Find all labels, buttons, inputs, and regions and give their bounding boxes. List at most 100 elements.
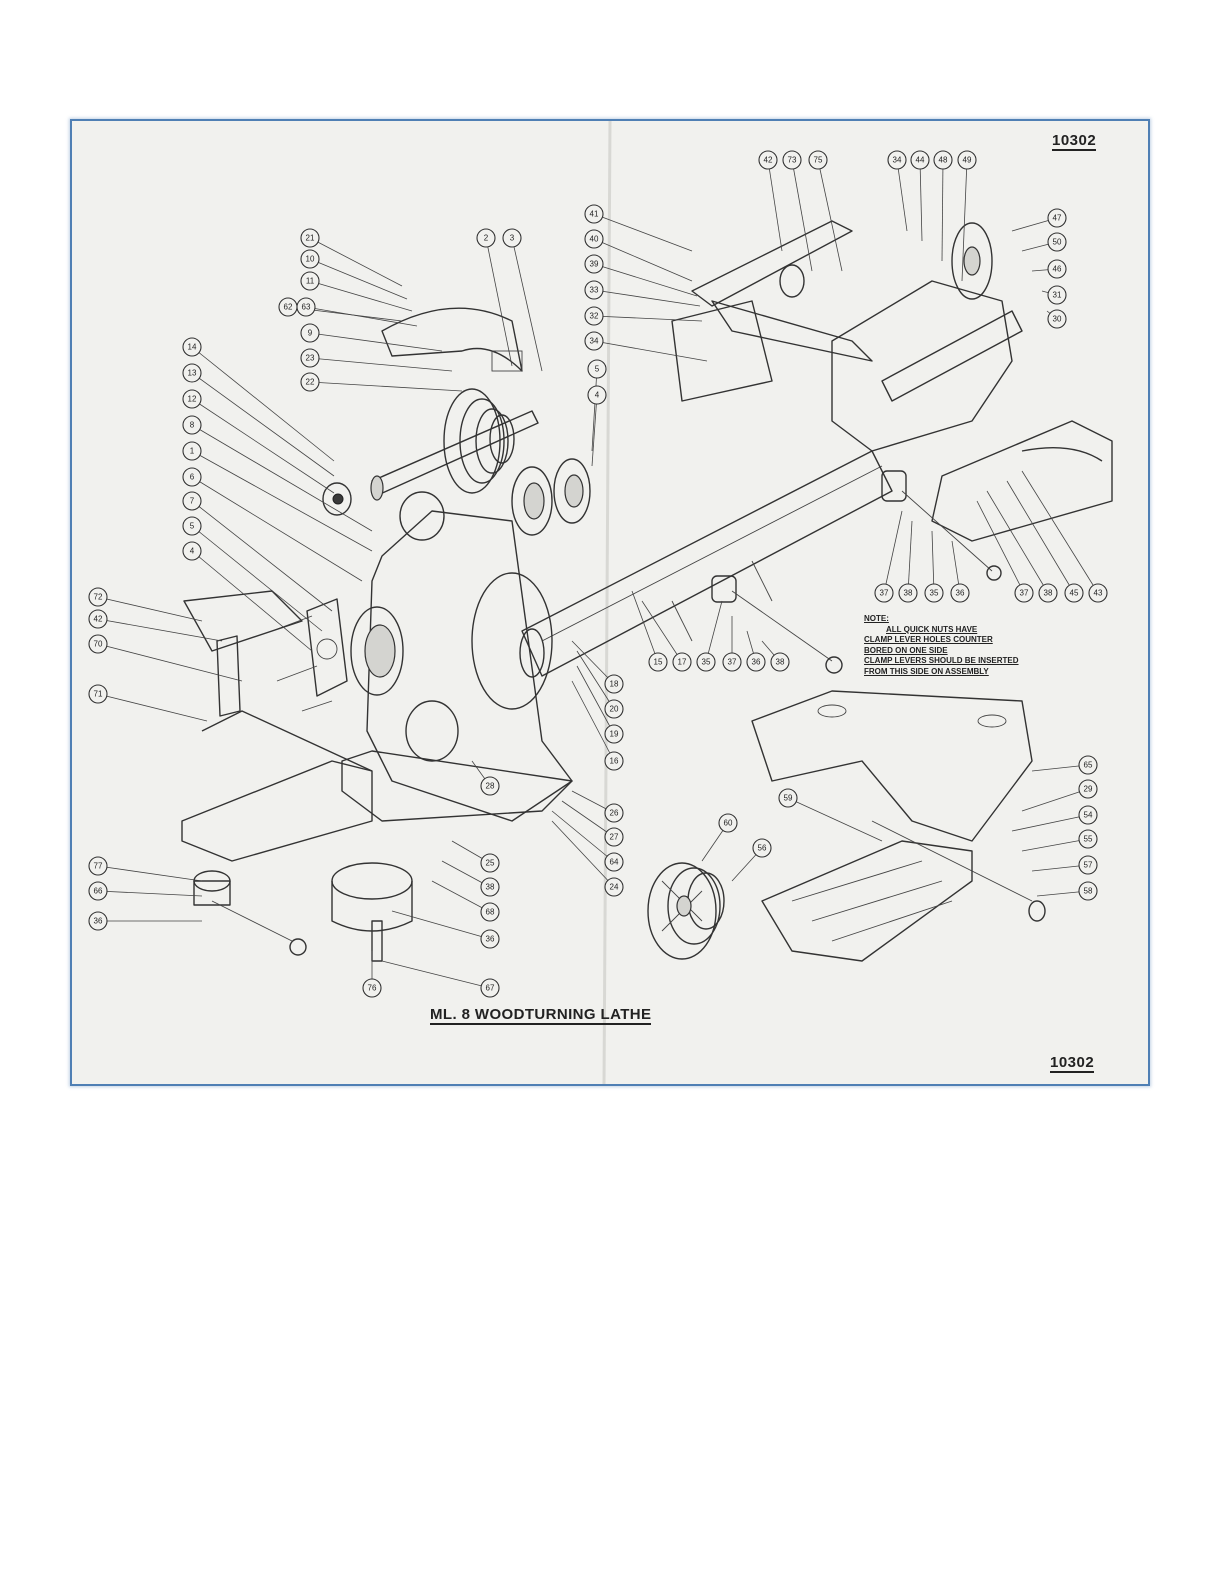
callout-balloon — [1047, 309, 1067, 329]
callout-balloon — [752, 838, 772, 858]
callout-number: 45 — [1070, 589, 1079, 598]
callout-balloon — [778, 788, 798, 808]
callout-leader — [787, 797, 883, 842]
callout-balloon — [718, 813, 738, 833]
part-callout: 13 — [182, 363, 202, 383]
callout-leader — [191, 450, 373, 552]
callout-leader — [309, 280, 413, 312]
callout-leader — [191, 424, 373, 532]
callout-balloon — [604, 877, 624, 897]
part-callout: 26 — [604, 803, 624, 823]
callout-leader — [97, 596, 203, 622]
callout-balloon — [300, 271, 320, 291]
callout-balloon — [88, 587, 108, 607]
part-callout: 60 — [718, 813, 738, 833]
callout-number: 1 — [190, 447, 195, 456]
part-callout: 67 — [480, 978, 500, 998]
callout-number: 4 — [190, 547, 195, 556]
callout-number: 54 — [1084, 811, 1093, 820]
callout-number: 2 — [484, 234, 489, 243]
callout-number: 37 — [1020, 589, 1029, 598]
callout-leader — [191, 500, 333, 612]
part-callout: 41 — [584, 204, 604, 224]
part-callout: 36 — [950, 583, 970, 603]
part-callout: 4 — [587, 385, 607, 405]
motor-platform — [761, 820, 1046, 962]
callout-balloon — [502, 228, 522, 248]
callout-number: 72 — [94, 593, 103, 602]
callout-leader — [191, 398, 335, 494]
callout-balloon — [182, 363, 202, 383]
callout-leader — [97, 890, 203, 897]
callout-number: 25 — [486, 859, 495, 868]
callout-number: 35 — [702, 658, 711, 667]
part-callout: 45 — [1064, 583, 1084, 603]
part-callout: 54 — [1078, 805, 1098, 825]
assembly-note: NOTE: ALL QUICK NUTS HAVE CLAMP LEVER HO… — [864, 614, 1039, 677]
part-callout: 57 — [1078, 855, 1098, 875]
part-callout: 55 — [1078, 829, 1098, 849]
callout-balloon — [476, 228, 496, 248]
callout-balloon — [950, 583, 970, 603]
callout-leader — [511, 237, 543, 372]
part-callout: 36 — [88, 911, 108, 931]
part-callout: 21 — [300, 228, 320, 248]
callout-balloon — [182, 491, 202, 511]
callout-balloon — [88, 609, 108, 629]
part-callout: 39 — [584, 254, 604, 274]
callout-balloon — [182, 516, 202, 536]
callout-number: 7 — [190, 497, 195, 506]
callout-leader — [191, 525, 323, 632]
callout-balloon — [88, 856, 108, 876]
callout-balloon — [584, 306, 604, 326]
callout-leader — [309, 357, 453, 372]
callout-number: 43 — [1094, 589, 1103, 598]
callout-number: 9 — [308, 329, 313, 338]
callout-balloon — [88, 634, 108, 654]
part-callout: 66 — [88, 881, 108, 901]
callout-number: 34 — [590, 337, 599, 346]
callout-balloon — [300, 228, 320, 248]
callout-balloon — [480, 853, 500, 873]
motor-pulley — [647, 862, 725, 960]
callout-balloon — [480, 877, 500, 897]
callout-number: 48 — [939, 156, 948, 165]
callout-leader — [986, 490, 1049, 594]
part-callout: 5 — [587, 359, 607, 379]
callout-leader — [576, 665, 615, 735]
callout-balloon — [480, 902, 500, 922]
callout-balloon — [604, 724, 624, 744]
callout-number: 34 — [893, 156, 902, 165]
callout-number: 57 — [1084, 861, 1093, 870]
callout-leader — [551, 810, 615, 863]
part-callout: 44 — [910, 150, 930, 170]
pulley-guard — [381, 307, 523, 372]
callout-leader — [305, 306, 418, 327]
part-callout: 36 — [746, 652, 766, 672]
part-callout: 24 — [604, 877, 624, 897]
callout-leader — [767, 159, 783, 252]
part-callout: 28 — [480, 776, 500, 796]
callout-balloon — [910, 150, 930, 170]
part-callout: 75 — [808, 150, 828, 170]
callout-balloon — [722, 652, 742, 672]
callout-number: 71 — [94, 690, 103, 699]
callout-leader — [593, 213, 693, 252]
part-callout: 25 — [480, 853, 500, 873]
callout-balloon — [746, 652, 766, 672]
callout-balloon — [296, 297, 316, 317]
callout-leader — [571, 680, 615, 762]
callout-number: 18 — [610, 680, 619, 689]
callout-number: 27 — [610, 833, 619, 842]
part-callout: 31 — [1047, 285, 1067, 305]
part-callout: 27 — [604, 827, 624, 847]
note-line: CLAMP LEVER HOLES COUNTER — [864, 635, 993, 644]
callout-leader — [791, 159, 813, 272]
callout-number: 32 — [590, 312, 599, 321]
callout-leader — [896, 159, 908, 232]
callout-leader — [593, 315, 703, 322]
callout-balloon — [1078, 779, 1098, 799]
callout-balloon — [604, 827, 624, 847]
part-callout: 47 — [1047, 208, 1067, 228]
callout-number: 22 — [306, 378, 315, 387]
